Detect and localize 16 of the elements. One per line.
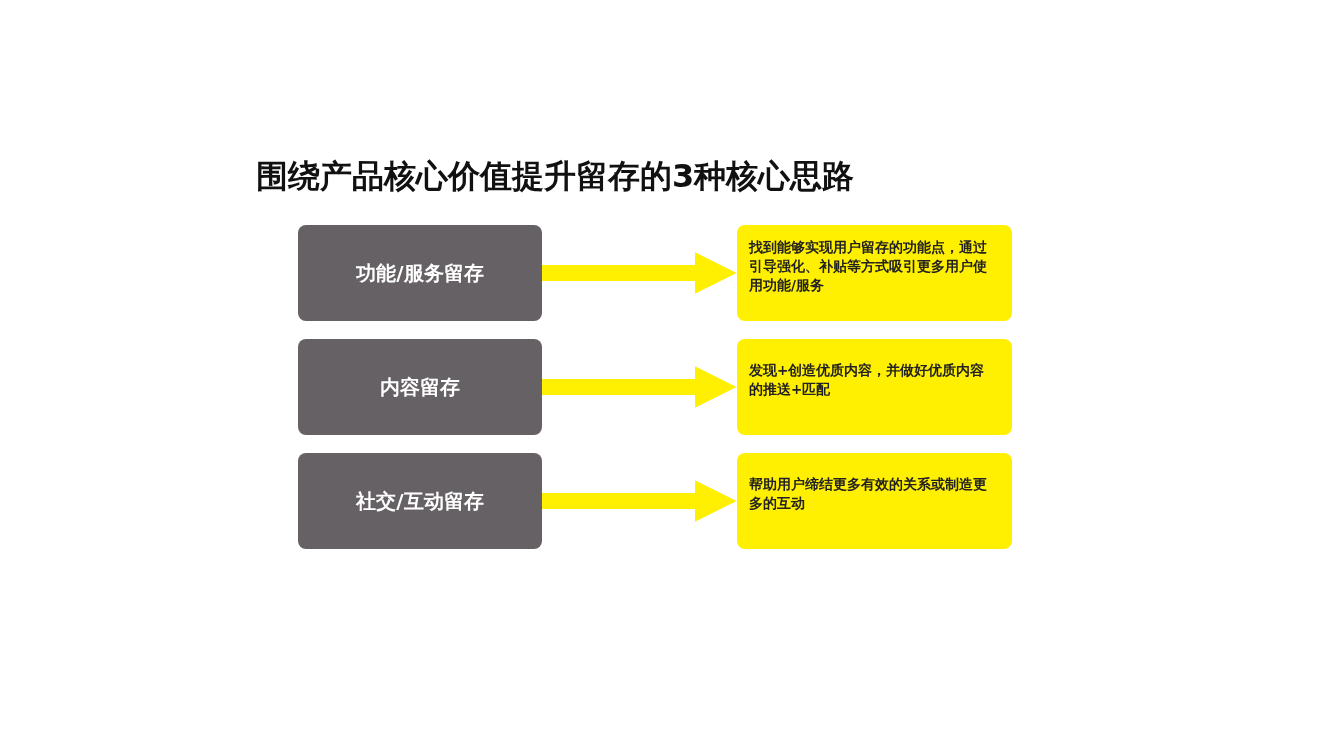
block-arrow bbox=[542, 366, 737, 408]
diagram-title: 围绕产品核心价值提升留存的3种核心思路 bbox=[256, 156, 855, 197]
description-box bbox=[737, 453, 1012, 549]
description-text: 帮助用户缔结更多有效的关系或制造更多的互动 bbox=[749, 475, 988, 513]
description-text: 发现+创造优质内容，并做好优质内容的推送+匹配 bbox=[749, 361, 986, 399]
category-box bbox=[298, 225, 542, 321]
description-text: 找到能够实现用户留存的功能点，通过引导强化、补贴等方式吸引更多用户使用功能/服务 bbox=[749, 237, 988, 295]
category-label: 社交/互动留存 bbox=[356, 487, 484, 515]
description-box bbox=[737, 339, 1012, 435]
block-arrow bbox=[542, 252, 737, 294]
category-label: 内容留存 bbox=[380, 373, 460, 401]
description-box bbox=[737, 225, 1012, 321]
category-label: 功能/服务留存 bbox=[356, 259, 484, 287]
block-arrow bbox=[542, 480, 737, 522]
category-box bbox=[298, 339, 542, 435]
category-box bbox=[298, 453, 542, 549]
